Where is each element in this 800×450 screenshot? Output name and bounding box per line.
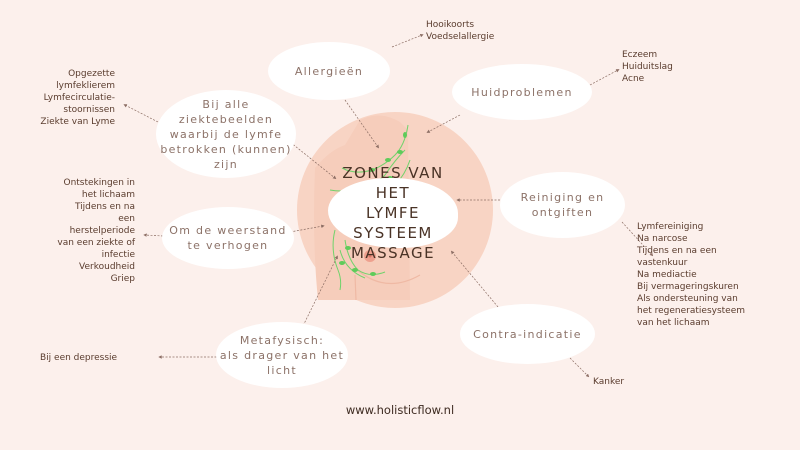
bubble-label: Om de weerstand bbox=[169, 224, 287, 237]
bubble-metaphysical: Metafysisch: als drager van het licht bbox=[216, 322, 348, 388]
bubble-resistance: Om de weerstand te verhogen bbox=[162, 207, 294, 269]
center-title-line: MASSAGE bbox=[350, 244, 436, 262]
center-title: ZONES VAN HET LYMFE SYSTEEM MASSAGE bbox=[328, 164, 458, 262]
bubble-contra-indication: Contra-indicatie bbox=[460, 304, 595, 364]
list-item: een bbox=[118, 214, 135, 224]
bubble-lymph-diseases: Bij alle ziektebeelden waarbij de lymfe … bbox=[156, 90, 296, 178]
bubble-cleansing: Reiniging en ontgiften bbox=[500, 172, 625, 238]
list-item: Voedselallergie bbox=[426, 32, 495, 42]
bubble-label: Bij alle bbox=[202, 97, 250, 111]
bubble-label: Contra-indicatie bbox=[473, 327, 582, 341]
list-cleansing: Lymfereiniging Na narcose Tijdens en na … bbox=[637, 221, 745, 329]
connector-arrows bbox=[123, 34, 654, 378]
list-item: herstelperiode bbox=[69, 226, 135, 236]
bubble-label: waarbij de lymfe bbox=[169, 127, 283, 141]
list-item: Huiduitslag bbox=[622, 62, 673, 72]
list-item: Verkoudheid bbox=[79, 262, 135, 272]
list-resistance: Ontstekingen in het lichaam Tijdens en n… bbox=[57, 177, 135, 285]
bubble-allergies: Allergieën bbox=[268, 42, 390, 100]
bubble-label: Reiniging en bbox=[520, 191, 605, 204]
list-metaphysical: Bij een depressie bbox=[40, 352, 117, 364]
list-item: van het lichaam bbox=[637, 318, 710, 328]
list-item: Lymfecirculatie- bbox=[43, 93, 115, 103]
list-item: Ziekte van Lyme bbox=[40, 117, 115, 127]
list-item: Ontstekingen in bbox=[63, 178, 135, 188]
bubble-label: Huidproblemen bbox=[471, 85, 573, 99]
bubble-label: betrokken (kunnen) bbox=[160, 142, 292, 156]
list-item: van een ziekte of bbox=[57, 238, 135, 248]
list-item: Als ondersteuning van bbox=[637, 294, 738, 304]
list-skin: Eczeem Huiduitslag Acne bbox=[622, 49, 673, 85]
bubble-label: Allergieën bbox=[294, 64, 364, 78]
list-item: Lymfereiniging bbox=[637, 222, 704, 232]
bubble-label: Metafysisch: bbox=[239, 333, 325, 347]
list-item: stoornissen bbox=[63, 105, 115, 115]
list-item: Tijdens en na bbox=[74, 202, 135, 212]
list-item: Hooikoorts bbox=[426, 20, 475, 30]
bubble-label: te verhogen bbox=[187, 239, 269, 252]
bubble-label: licht bbox=[267, 363, 297, 377]
list-contra: Kanker bbox=[593, 376, 624, 388]
bubble-skin-problems: Huidproblemen bbox=[452, 64, 592, 120]
list-item: Acne bbox=[622, 74, 645, 84]
website-url: www.holisticflow.nl bbox=[345, 403, 455, 417]
list-item: Bij vermageringskuren bbox=[637, 282, 739, 292]
bubble-label: ontgiften bbox=[531, 206, 594, 219]
list-item: vastenkuur bbox=[637, 258, 688, 268]
list-item: Opgezette bbox=[68, 69, 115, 79]
bubble-label: ziektebeelden bbox=[178, 112, 274, 126]
list-item: Kanker bbox=[593, 377, 625, 387]
center-title-line: ZONES VAN HET bbox=[342, 164, 444, 202]
list-item: Bij een depressie bbox=[40, 353, 118, 363]
bubble-label: zijn bbox=[213, 157, 239, 171]
list-item: Na narcose bbox=[637, 234, 688, 244]
list-allergies: Hooikoorts Voedselallergie bbox=[426, 19, 494, 43]
list-item: Tijdens en na een bbox=[637, 246, 717, 256]
list-item: het lichaam bbox=[81, 190, 135, 200]
list-item: Eczeem bbox=[622, 50, 658, 60]
center-title-line: LYMFE SYSTEEM bbox=[353, 204, 433, 242]
bubble-label: als drager van het bbox=[219, 348, 345, 362]
list-item: het regeneratiesysteem bbox=[637, 306, 746, 316]
list-item: Na mediactie bbox=[637, 270, 697, 280]
list-item: lymfeklierem bbox=[56, 81, 115, 91]
list-item: Griep bbox=[110, 274, 135, 284]
list-item: infectie bbox=[101, 250, 135, 260]
list-lymph-diseases: Opgezette lymfeklierem Lymfecirculatie- … bbox=[40, 68, 115, 128]
